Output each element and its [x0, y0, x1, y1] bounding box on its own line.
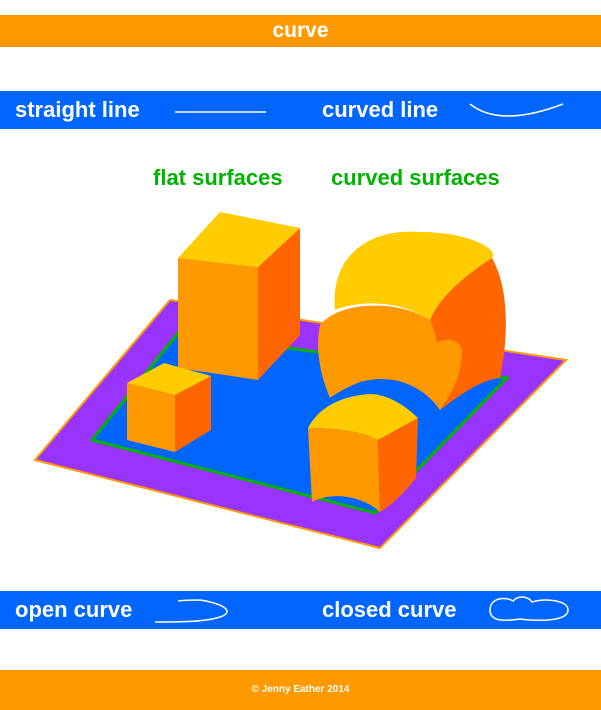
curves-band: open curve closed curve [0, 591, 601, 629]
footer-banner: © Jenny Eather 2014 [0, 670, 601, 710]
open-curve-label: open curve [15, 597, 132, 623]
copyright-text: © Jenny Eather 2014 [0, 684, 601, 695]
closed-curve-label: closed curve [322, 597, 457, 623]
curved-arch [318, 232, 506, 410]
small-curved-box [308, 394, 418, 512]
